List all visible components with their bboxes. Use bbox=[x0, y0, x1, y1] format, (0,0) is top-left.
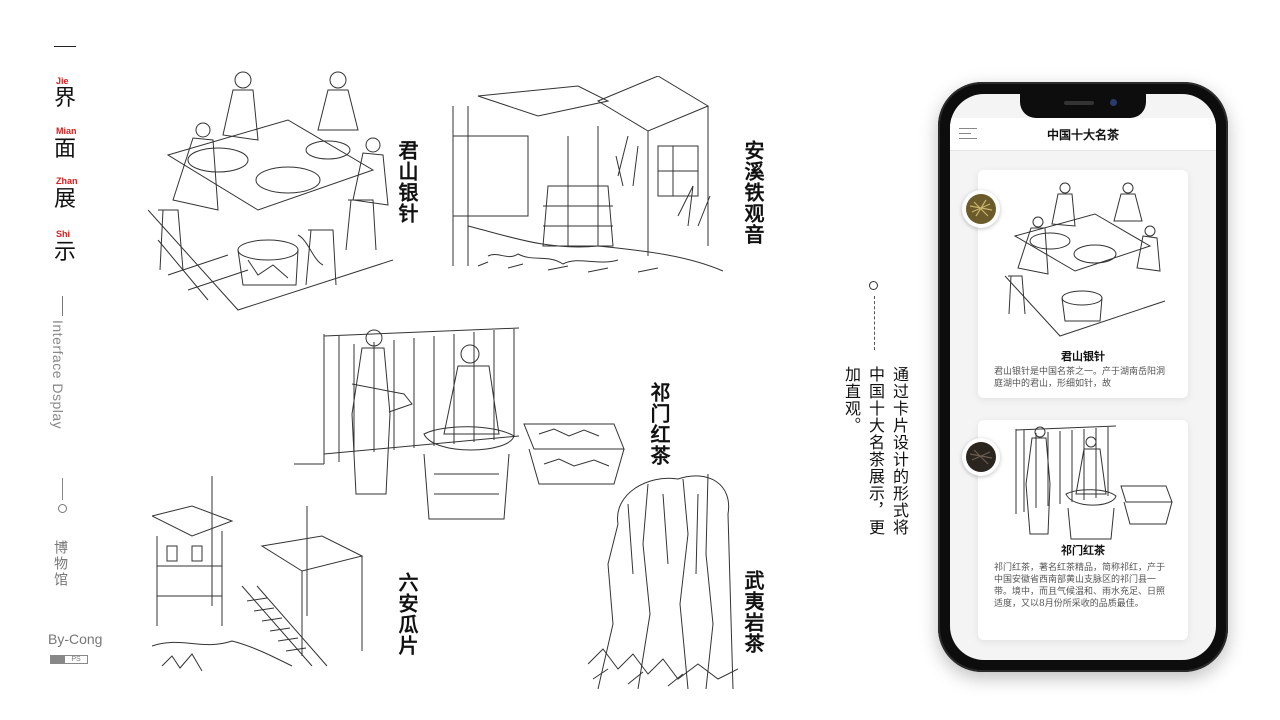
label-wuyi: 武夷岩茶 bbox=[741, 570, 765, 654]
tea-card-keemun[interactable]: 祁门红茶 祁门红茶，著名红茶精品，简称祁红，产于中国安徽省西南部黄山支脉区的祁门… bbox=[978, 420, 1188, 640]
rail-badge-block bbox=[50, 655, 64, 664]
rail-char-mian: 面 bbox=[54, 137, 77, 162]
phone-screen: 中国十大名茶 君山银针 君山银针是中国名茶之一。产于湖南岳阳洞庭湖中的君山，形细… bbox=[950, 94, 1216, 660]
tea-leaf-thumbnail-keemun bbox=[962, 438, 1000, 476]
card-text-keemun: 祁门红茶，著名红茶精品，简称祁红，产于中国安徽省西南部黄山支脉区的祁门县一带。境… bbox=[994, 563, 1166, 609]
rail-museum-label: 博物馆 bbox=[52, 540, 68, 588]
illustration-keemun bbox=[294, 324, 630, 524]
rail-pinyin-jie: Jie bbox=[56, 76, 69, 86]
rail-top-line bbox=[54, 46, 76, 47]
rail-char-jie: 界 bbox=[54, 86, 77, 111]
menu-icon[interactable] bbox=[959, 126, 977, 140]
label-junshan: 君山银针 bbox=[395, 140, 419, 224]
illustration-anxi bbox=[448, 76, 728, 276]
rail-dot-line bbox=[62, 478, 63, 500]
label-luan: 六安瓜片 bbox=[395, 572, 419, 656]
rail-char-zhan: 展 bbox=[54, 187, 77, 212]
rail-pinyin-mian: Mian bbox=[56, 126, 77, 136]
illustration-luan bbox=[152, 476, 372, 676]
description-dashed-line bbox=[874, 296, 875, 350]
description-text: 通过卡片设计的形式将中国十大名茶展示，更加直观。 bbox=[842, 366, 907, 536]
card-title-keemun: 祁门红茶 bbox=[1061, 544, 1105, 557]
rail-english-title: Interface Dsplay bbox=[50, 320, 66, 430]
phone-speaker bbox=[1064, 101, 1094, 105]
rail-author: By-Cong bbox=[48, 631, 103, 647]
app-title: 中国十大名茶 bbox=[1046, 128, 1119, 142]
label-anxi: 安溪铁观音 bbox=[741, 140, 765, 245]
app-bar: 中国十大名茶 bbox=[950, 118, 1216, 151]
label-keemun: 祁门红茶 bbox=[647, 382, 671, 466]
rail-pinyin-zhan: Zhan bbox=[56, 176, 78, 186]
illustration-wuyi bbox=[588, 464, 738, 689]
card-title-junshan: 君山银针 bbox=[1061, 350, 1105, 363]
rail-dot-icon bbox=[58, 504, 67, 513]
card-text-junshan: 君山银针是中国名茶之一。产于湖南岳阳洞庭湖中的君山，形细如针，故 bbox=[994, 367, 1166, 389]
description-dot-icon bbox=[869, 281, 878, 290]
rail-badge-text: PS bbox=[64, 655, 88, 664]
tea-card-junshan[interactable]: 君山银针 君山银针是中国名茶之一。产于湖南岳阳洞庭湖中的君山，形细如针，故 bbox=[978, 170, 1188, 398]
phone-mockup: 中国十大名茶 君山银针 君山银针是中国名茶之一。产于湖南岳阳洞庭湖中的君山，形细… bbox=[938, 82, 1228, 672]
phone-camera bbox=[1110, 99, 1117, 106]
rail-pinyin-shi: Shi bbox=[56, 229, 71, 239]
tea-leaf-icon bbox=[966, 442, 996, 472]
card-illustration-junshan bbox=[1004, 182, 1166, 337]
rail-english-dash bbox=[62, 296, 63, 316]
card-illustration-keemun bbox=[1015, 425, 1173, 540]
illustration-junshan bbox=[148, 60, 393, 325]
rail-ps-badge: PS bbox=[50, 655, 88, 664]
phone-notch bbox=[1020, 94, 1146, 118]
tea-leaf-icon bbox=[966, 194, 996, 224]
rail-char-shi: 示 bbox=[54, 240, 77, 265]
tea-leaf-thumbnail-junshan bbox=[962, 190, 1000, 228]
